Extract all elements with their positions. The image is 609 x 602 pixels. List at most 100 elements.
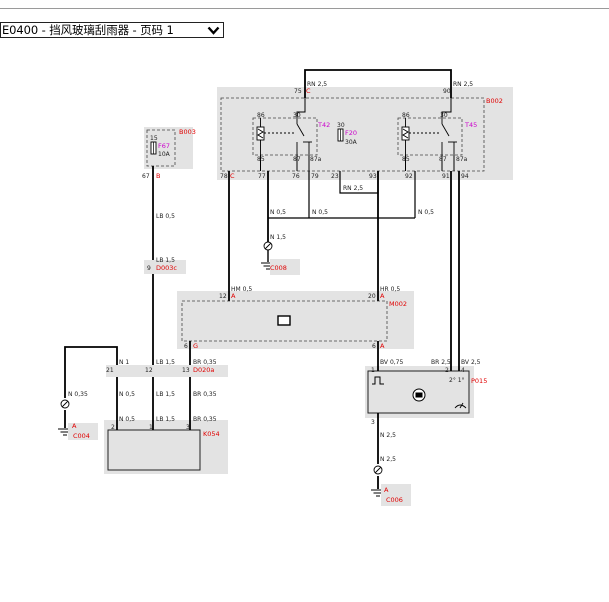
fuse-rating: 30A — [345, 139, 358, 146]
wire-label: LB 1,5 — [156, 391, 175, 398]
ground-label-c006: C006 — [386, 496, 403, 504]
wire-label: N 0,5 — [418, 209, 434, 216]
pin-label: 23 — [331, 173, 339, 180]
page-selector-label: E0400 - 挡风玻璃刮雨器 - 页码 1 — [2, 23, 174, 37]
connector-letter: A — [384, 486, 389, 494]
wire-label: N 1 — [119, 359, 129, 366]
pin-label: 4 — [461, 367, 465, 374]
fuse-label-f67: F67 — [158, 142, 170, 150]
wire-label: BV 2,5 — [461, 359, 481, 366]
wire-label: BR 0,35 — [193, 359, 217, 366]
wire-label: BR 0,35 — [193, 416, 217, 423]
relay-box-b002-border — [220, 97, 485, 172]
component-label-p015: P015 — [471, 377, 487, 385]
pin-label: 1 — [371, 367, 375, 374]
pin-label: 76 — [292, 173, 300, 180]
wire-label: BR 0,35 — [193, 391, 217, 398]
component-label-b002: B002 — [486, 97, 503, 105]
wire-label: N 0,35 — [68, 391, 88, 398]
fuse-icon — [337, 128, 344, 142]
relay-label-t42: T42 — [317, 121, 330, 129]
fuse-label-f20: F20 — [345, 129, 357, 137]
relay-t45-outline — [397, 117, 463, 156]
pin-label: 79 — [311, 173, 319, 180]
relay-label-t45: T45 — [464, 121, 477, 129]
wire-label: RN 2,5 — [453, 81, 473, 88]
pin-label: 91 — [442, 173, 450, 180]
connector-label-d020a: D020a — [193, 366, 214, 374]
fuse-box-b003-border — [146, 129, 176, 167]
wire-label: N 2,5 — [380, 432, 396, 439]
wire-label: N 0,5 — [270, 209, 286, 216]
pin-label: 2 — [445, 367, 449, 374]
chevron-down-icon — [207, 26, 220, 35]
wire-label: N 0,5 — [119, 416, 135, 423]
pin-label: 94 — [461, 173, 469, 180]
pin-label: 6 — [184, 343, 188, 350]
page-selector-dropdown[interactable]: E0400 - 挡风玻璃刮雨器 - 页码 1 — [0, 22, 224, 38]
pin-label: 12 — [219, 293, 227, 300]
fuse-rating: 10A — [158, 151, 171, 158]
connector-letter: C — [230, 172, 235, 180]
ground-label-c004: C004 — [73, 432, 90, 440]
pin-label: 3 — [371, 419, 375, 426]
wire-label: BR 2,5 — [431, 359, 451, 366]
pin-label: 6 — [372, 343, 376, 350]
connector-letter: G — [193, 342, 198, 350]
pin-label: 1 — [149, 424, 153, 431]
wire-label: RN 2,5 — [343, 185, 363, 192]
pin-label: 77 — [258, 173, 266, 180]
pin-label: 87a — [310, 156, 322, 163]
wire-label: HR 0,5 — [380, 286, 400, 293]
pin-label: 20 — [368, 293, 376, 300]
wire-label: LB 1,5 — [156, 257, 175, 264]
pin-label: 21 — [106, 367, 114, 374]
component-label-b003: B003 — [179, 128, 196, 136]
ground-label-c008: C008 — [270, 264, 287, 272]
wire-label: N 2,5 — [380, 456, 396, 463]
header-rule — [0, 8, 609, 9]
relay-t42-outline — [252, 117, 318, 156]
relay-icon — [256, 118, 312, 155]
wire-label: N 1,5 — [270, 234, 286, 241]
pin-label: 78 — [220, 173, 228, 180]
pin-label: 12 — [145, 367, 153, 374]
component-label-k054: K054 — [203, 430, 220, 438]
pin-label: 86 — [402, 112, 410, 119]
connector-letter: C — [306, 87, 311, 95]
connector-letter: A — [72, 422, 77, 430]
pin-label: 92 — [405, 173, 413, 180]
pin-label: 2 — [111, 424, 115, 431]
relay-icon — [401, 118, 457, 155]
fuse-pin-label: 30 — [337, 122, 345, 129]
module-icon — [277, 315, 291, 326]
wire-label: HM 0,5 — [231, 286, 252, 293]
pin-label: 30 — [440, 112, 448, 119]
pin-label: 75 — [294, 88, 302, 95]
connector-letter: B — [156, 172, 160, 180]
motor-speed-marks: 2° 1° — [449, 377, 465, 384]
fuse-icon — [150, 141, 157, 155]
wiper-icon — [454, 402, 467, 409]
wire-traces — [64, 69, 460, 489]
wire-label: RN 2,5 — [307, 81, 327, 88]
pin-label: 9 — [147, 265, 151, 272]
relay-box-b002-area — [217, 87, 513, 180]
pin-label: 86 — [257, 112, 265, 119]
switch-k054-border — [107, 429, 201, 471]
pin-label: 85 — [402, 156, 410, 163]
wire-label: LB 1,5 — [156, 359, 175, 366]
pin-label: 87 — [439, 156, 447, 163]
pin-label: 90 — [443, 88, 451, 95]
pin-label: 3 — [186, 424, 190, 431]
pin-label: 87a — [456, 156, 468, 163]
pin-label: 93 — [369, 173, 377, 180]
pin-label: 85 — [257, 156, 265, 163]
wire-label: LB 0,5 — [156, 213, 175, 220]
connector-letter: A — [231, 292, 236, 300]
pin-label: 87 — [293, 156, 301, 163]
fuse-pin-label: 15 — [150, 135, 158, 142]
pin-label: 30 — [293, 112, 301, 119]
pin-label: 67 — [142, 173, 150, 180]
